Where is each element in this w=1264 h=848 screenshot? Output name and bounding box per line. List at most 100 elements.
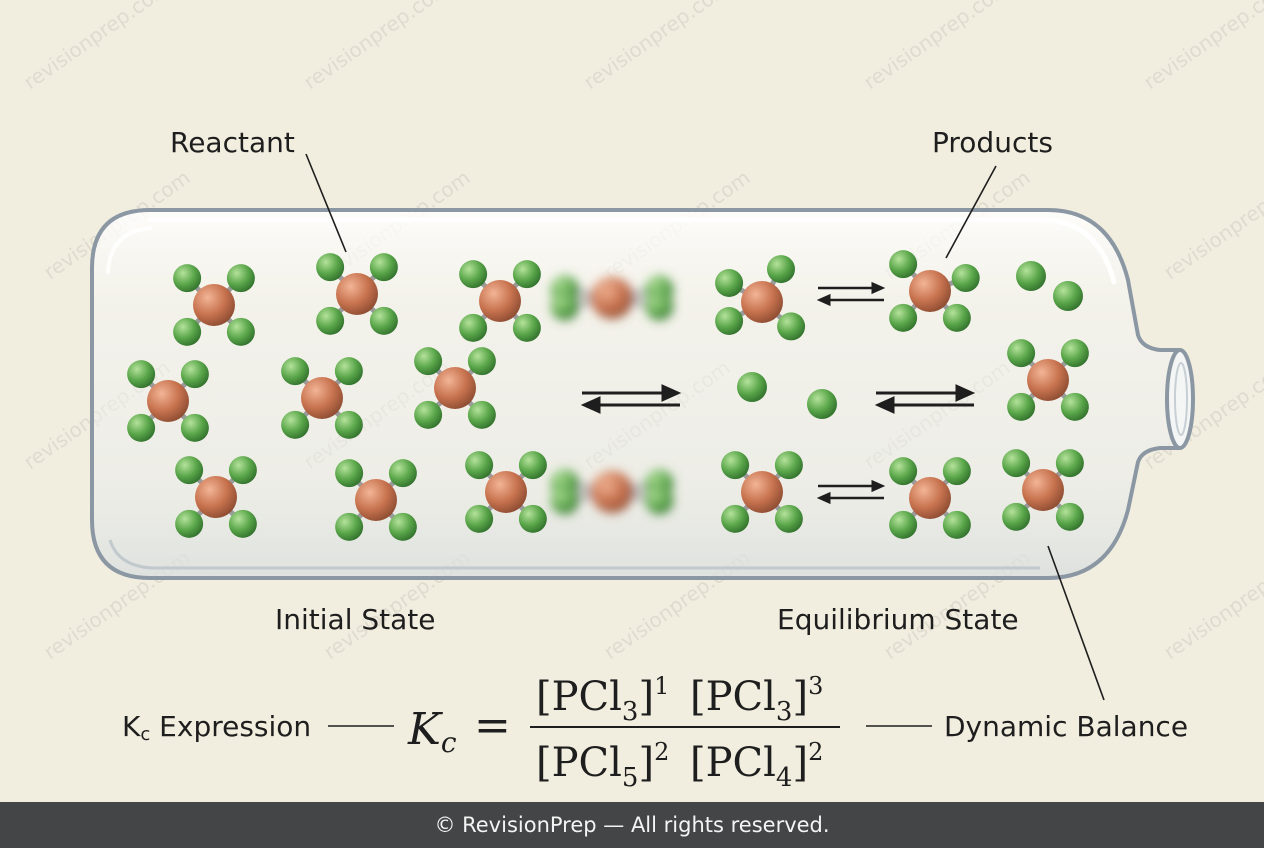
chlorine-atom: [951, 264, 980, 293]
chlorine-atom: [1055, 502, 1084, 531]
chlorine-atom: [459, 313, 488, 342]
phosphorus-atom: [479, 280, 521, 322]
chlorine-atom: [175, 456, 204, 485]
numerator-term-1: [PCl3]1: [536, 672, 669, 727]
dynamic-balance-leader-line: [1047, 545, 1105, 701]
chlorine-atom: [388, 459, 417, 488]
chlorine-atom: [127, 360, 156, 389]
reactant-molecule: [173, 264, 255, 346]
reactant-molecule: [335, 459, 417, 541]
molecule-layer: [127, 250, 1089, 541]
chlorine-atom: [512, 260, 541, 289]
chlorine-atom: [889, 457, 918, 486]
chlorine-atom: [774, 504, 803, 533]
free-chlorine-atom: [1053, 281, 1083, 311]
copyright-text: © RevisionPrep — All rights reserved.: [434, 813, 830, 837]
chlorine-atom: [518, 451, 547, 480]
phosphorus-atom: [741, 281, 783, 323]
chlorine-atom: [335, 459, 364, 488]
chlorine-atom: [459, 260, 488, 289]
chlorine-atom: [127, 413, 156, 442]
phosphorus-atom: [434, 367, 476, 409]
chlorine-atom: [715, 307, 744, 335]
copyright-footer: © RevisionPrep — All rights reserved.: [0, 802, 1264, 848]
phosphorus-atom: [1027, 359, 1069, 401]
chlorine-atom: [1060, 392, 1089, 421]
chlorine-atom: [1055, 449, 1084, 478]
free-chlorine-atom: [737, 372, 767, 402]
chlorine-atom: [550, 292, 579, 321]
equals-sign: =: [474, 700, 511, 751]
chlorine-atom: [942, 510, 971, 539]
phosphorus-atom: [1022, 469, 1064, 511]
phosphorus-atom: [336, 273, 378, 315]
phosphorus-atom: [909, 477, 951, 519]
product-molecule: [889, 250, 980, 332]
chlorine-atom: [226, 317, 255, 346]
products-label: Products: [932, 126, 1053, 159]
chlorine-atom: [414, 400, 443, 429]
chlorine-atom: [518, 504, 547, 533]
chlorine-atom: [316, 306, 345, 335]
product-molecule: [715, 255, 806, 341]
product-molecule: [1007, 339, 1089, 421]
reactant-molecule: [465, 451, 547, 533]
watermark-text: revisionprep.com: [299, 0, 454, 94]
equilibrium-state-label: Equilibrium State: [777, 603, 1019, 636]
phosphorus-atom: [355, 479, 397, 521]
reactant-molecule: [127, 360, 209, 442]
chlorine-atom: [889, 510, 918, 539]
chlorine-atom: [645, 486, 674, 515]
leader-lines: [305, 153, 1105, 727]
chlorine-atom: [715, 269, 744, 297]
chlorine-atom: [1007, 339, 1036, 368]
phosphorus-atom: [193, 284, 235, 326]
phosphorus-atom: [741, 471, 783, 513]
chlorine-atom: [281, 410, 310, 439]
chlorine-atom: [774, 451, 803, 480]
watermark-text: revisionprep.com: [579, 0, 734, 94]
phosphorus-atom: [195, 476, 237, 518]
chlorine-atom: [767, 255, 795, 284]
chlorine-atom: [1007, 392, 1036, 421]
dynamic-balance-label: Dynamic Balance: [944, 710, 1188, 743]
motion-blurred-molecule: [550, 275, 674, 321]
product-molecule: [889, 457, 971, 539]
chlorine-atom: [942, 457, 971, 486]
reactant-label: Reactant: [170, 126, 295, 159]
chlorine-atom: [180, 360, 209, 389]
product-molecule: [721, 451, 803, 533]
chlorine-atom: [777, 312, 806, 341]
reactant-molecule: [459, 260, 541, 342]
chlorine-atom: [721, 451, 750, 480]
reactant-molecule: [175, 456, 257, 538]
kc-equation: Kc = [PCl3]1 [PCl3]3 [PCl5]2 [PCl4]2: [407, 672, 840, 793]
chlorine-atom: [281, 357, 310, 386]
chlorine-atom: [228, 456, 257, 485]
product-molecule: [1002, 449, 1084, 531]
chlorine-atom: [465, 504, 494, 533]
chlorine-atom: [467, 400, 496, 429]
chlorine-atom: [334, 410, 363, 439]
watermark-text: revisionprep.com: [859, 0, 1014, 94]
denominator-term-2: [PCl4]2: [690, 738, 823, 793]
chlorine-atom: [414, 347, 443, 376]
equilibrium-arrows: [580, 281, 976, 505]
chlorine-atom: [388, 512, 417, 541]
reactant-molecule: [281, 357, 363, 439]
chlorine-atom: [316, 253, 345, 282]
kc-expression-label: Kc Expression: [122, 710, 311, 745]
chlorine-atom: [228, 509, 257, 538]
equilibrium-arrow: [580, 384, 682, 414]
numerator-term-2: [PCl3]3: [690, 672, 823, 727]
chlorine-atom: [369, 306, 398, 335]
reactant-molecule: [316, 253, 398, 335]
phosphorus-atom: [591, 471, 633, 513]
chlorine-atom: [175, 509, 204, 538]
phosphorus-atom: [147, 380, 189, 422]
denominator-term-1: [PCl5]2: [536, 738, 669, 793]
chlorine-atom: [889, 303, 918, 332]
motion-blurred-molecule: [550, 469, 674, 515]
phosphorus-atom: [909, 270, 951, 312]
